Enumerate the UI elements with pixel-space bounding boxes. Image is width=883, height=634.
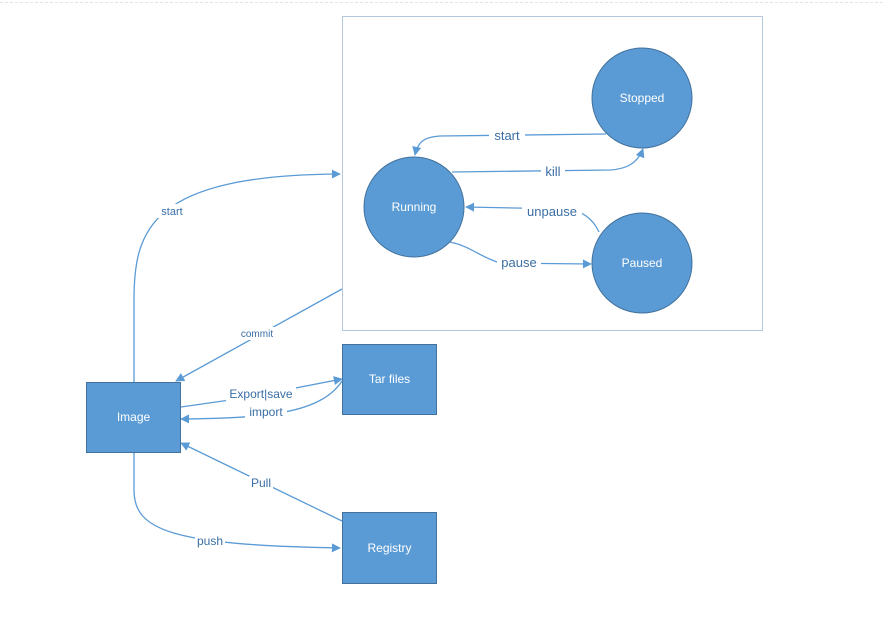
label-export-save: Export|save xyxy=(229,387,292,401)
label-bg xyxy=(226,387,296,401)
label-bg xyxy=(541,164,565,179)
label-push: push xyxy=(197,534,223,548)
node-image-label: Image xyxy=(117,410,151,424)
label-bg xyxy=(489,128,525,143)
top-divider xyxy=(0,2,883,3)
label-unpause: unpause xyxy=(527,204,577,219)
node-paused-label: Paused xyxy=(622,256,663,270)
node-image xyxy=(86,382,181,453)
label-bg xyxy=(249,476,273,490)
node-paused xyxy=(591,212,693,314)
label-bg xyxy=(245,405,287,419)
node-running xyxy=(363,156,465,258)
node-running-label: Running xyxy=(392,200,437,214)
edge-stopped-start xyxy=(412,133,607,156)
node-registry xyxy=(342,512,437,584)
node-stopped-label: Stopped xyxy=(620,91,665,105)
node-stopped xyxy=(591,47,693,149)
node-registry-label: Registry xyxy=(367,541,411,555)
node-tar-files-label: Tar files xyxy=(369,372,410,386)
node-tar-files xyxy=(342,344,437,415)
edge-push xyxy=(133,453,341,553)
label-pause: pause xyxy=(501,255,536,270)
edge-kill xyxy=(451,148,645,173)
label-commit: commit xyxy=(241,329,273,340)
label-bg xyxy=(497,255,541,270)
label-stopped-start: start xyxy=(494,128,520,143)
label-bg xyxy=(195,535,225,549)
label-import: import xyxy=(249,405,283,419)
label-bg xyxy=(157,204,187,218)
label-kill: kill xyxy=(545,164,560,179)
label-image-start: start xyxy=(161,206,182,218)
label-bg xyxy=(238,327,276,340)
label-pull: Pull xyxy=(251,476,271,490)
label-bg xyxy=(522,203,582,218)
